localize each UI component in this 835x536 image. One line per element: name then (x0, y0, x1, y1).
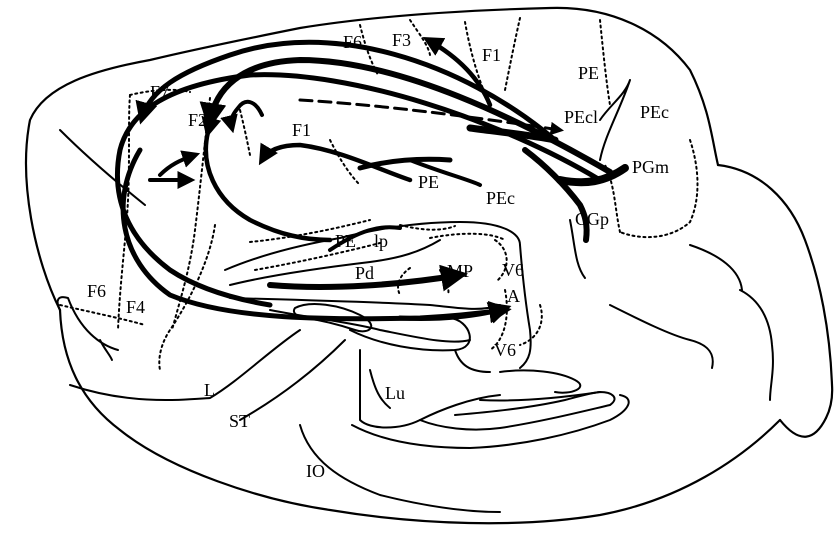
label-a: A (507, 286, 520, 306)
area-labels: F6 F3 F1 PE F7 F2 PEcl PEc F1 PGm PE PEc… (87, 30, 669, 481)
label-mp: MP (447, 261, 473, 281)
label-pd: Pd (355, 263, 374, 283)
label-pe-lower: PE (335, 231, 356, 251)
label-f6-top: F6 (343, 32, 362, 52)
label-io: IO (306, 461, 325, 481)
label-f1-top: F1 (482, 45, 501, 65)
label-f7: F7 (150, 82, 169, 102)
label-st: ST (229, 411, 250, 431)
label-f2: F2 (188, 110, 207, 130)
label-pec-right: PEc (640, 102, 669, 122)
label-cgp: CGp (575, 209, 609, 229)
label-pgm: PGm (632, 157, 669, 177)
sulci (58, 80, 773, 512)
label-l: L (204, 380, 215, 400)
label-f4: F4 (126, 297, 145, 317)
label-v6-lower: V6 (494, 340, 516, 360)
label-f3: F3 (392, 30, 411, 50)
label-lp: lp (374, 231, 388, 251)
label-f6-left: F6 (87, 281, 106, 301)
label-v6-upper: V6 (502, 260, 524, 280)
label-pec-mid: PEc (486, 188, 515, 208)
label-lu: Lu (385, 383, 405, 403)
label-pe-top: PE (578, 63, 599, 83)
label-pecl: PEcl (564, 107, 598, 127)
label-f1-mid: F1 (292, 120, 311, 140)
label-pe-mid: PE (418, 172, 439, 192)
